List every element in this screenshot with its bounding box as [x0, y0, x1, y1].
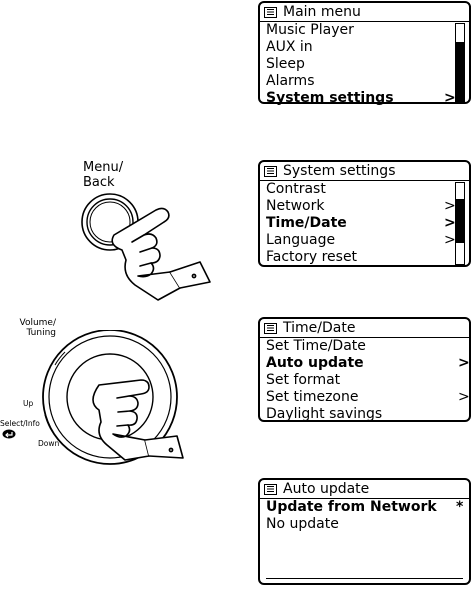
- scrollbar-thumb: [456, 42, 464, 101]
- volume-tuning-label: Volume/ Tuning: [19, 318, 56, 338]
- screen-title: Main menu: [283, 4, 361, 20]
- menu-back-button[interactable]: [60, 190, 260, 310]
- down-label: Down: [38, 439, 60, 448]
- menu-item-alarms[interactable]: Alarms: [266, 73, 315, 89]
- menu-list: Set Time/Date Auto update> Set format Se…: [260, 338, 470, 423]
- menu-list: Music Player AUX in Sleep Alarms System …: [260, 22, 469, 107]
- screen-title: Auto update: [283, 481, 370, 497]
- lcd-screen-time-date: Time/Date Set Time/Date Auto update> Set…: [258, 317, 471, 422]
- selected-marker: *: [456, 499, 464, 515]
- menu-list-icon: [264, 322, 277, 334]
- enter-arrow-icon: [2, 429, 16, 439]
- scrollbar-thumb: [456, 199, 464, 243]
- scrollbar: [455, 182, 465, 265]
- lcd-screen-auto-update: Auto update Update from Network* No upda…: [258, 478, 471, 585]
- screen-bottom-line: [266, 578, 463, 579]
- menu-item-set-time-date[interactable]: Set Time/Date: [266, 338, 366, 354]
- menu-item-aux-in[interactable]: AUX in: [266, 39, 313, 55]
- submenu-arrow: >: [444, 198, 456, 214]
- select-info-label: Select/Info: [0, 419, 40, 428]
- menu-item-factory-reset[interactable]: Factory reset: [266, 249, 358, 265]
- up-label: Up: [23, 399, 34, 408]
- submenu-arrow: >: [458, 389, 470, 405]
- menu-item-set-format[interactable]: Set format: [266, 372, 341, 388]
- screen-header: Main menu: [260, 3, 469, 22]
- menu-list: Update from Network* No update: [260, 499, 469, 533]
- menu-list-icon: [264, 6, 277, 18]
- menu-item-network[interactable]: Network>: [266, 198, 456, 214]
- menu-back-label: Menu/ Back: [83, 160, 124, 190]
- lcd-screen-main-menu: Main menu Music Player AUX in Sleep Alar…: [258, 1, 471, 107]
- screen-title: System settings: [283, 163, 396, 179]
- volume-tuning-knob[interactable]: [15, 330, 205, 480]
- menu-item-music-player[interactable]: Music Player: [266, 22, 354, 38]
- submenu-arrow: >: [444, 232, 456, 248]
- menu-item-set-timezone[interactable]: Set timezone>: [266, 389, 470, 405]
- menu-list-icon: [264, 483, 277, 495]
- submenu-arrow: >: [444, 90, 456, 106]
- menu-item-no-update[interactable]: No update: [266, 516, 339, 532]
- menu-item-auto-update[interactable]: Auto update>: [266, 355, 470, 371]
- screen-header: System settings: [260, 162, 469, 181]
- pointing-hand-icon: [92, 379, 184, 461]
- menu-item-time-date[interactable]: Time/Date>: [266, 215, 456, 231]
- menu-item-daylight-savings[interactable]: Daylight savings: [266, 406, 383, 422]
- menu-list: Contrast Network> Time/Date> Language> F…: [260, 181, 469, 266]
- submenu-arrow: >: [444, 215, 456, 231]
- menu-item-system-settings[interactable]: System settings>: [266, 90, 456, 106]
- menu-list-icon: [264, 165, 277, 177]
- menu-item-update-from-network[interactable]: Update from Network*: [266, 499, 464, 515]
- menu-item-language[interactable]: Language>: [266, 232, 456, 248]
- screen-header: Auto update: [260, 480, 469, 499]
- menu-item-contrast[interactable]: Contrast: [266, 181, 326, 197]
- menu-item-sleep[interactable]: Sleep: [266, 56, 305, 72]
- pointing-hand-icon: [111, 207, 211, 301]
- lcd-screen-system-settings: System settings Contrast Network> Time/D…: [258, 160, 471, 267]
- scrollbar: [455, 23, 465, 102]
- screen-title: Time/Date: [283, 320, 356, 336]
- submenu-arrow: >: [458, 355, 470, 371]
- screen-header: Time/Date: [260, 319, 469, 338]
